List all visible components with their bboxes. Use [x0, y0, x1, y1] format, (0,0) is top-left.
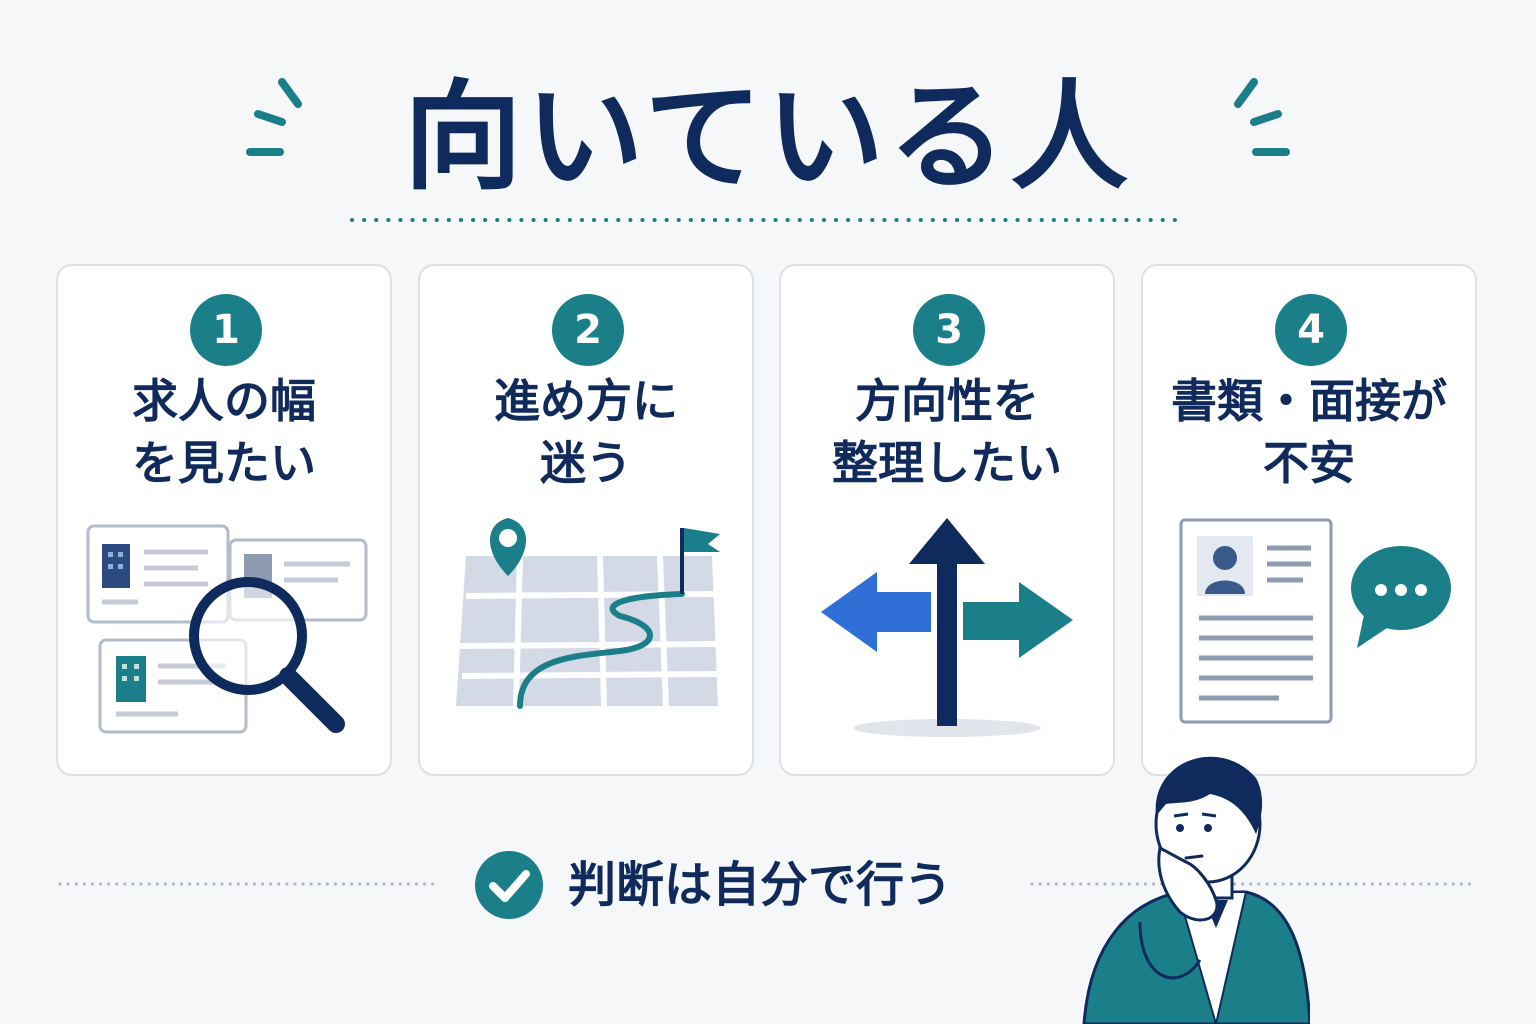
- card-number-badge: 4: [1275, 294, 1347, 366]
- card-label-line-1: 求人の幅: [132, 374, 316, 428]
- sparkle-left-icon: [246, 78, 302, 156]
- resume-chat-icon: [1179, 518, 1451, 724]
- crossroad-arrows-icon: [821, 518, 1073, 737]
- card-label-line-2: 整理したい: [832, 436, 1062, 490]
- card-2: 2 進め方に 迷う: [418, 264, 754, 776]
- card-label-line-1: 書類・面接が: [1171, 374, 1447, 428]
- card-number-badge: 2: [552, 294, 624, 366]
- card-number-badge: 3: [913, 294, 985, 366]
- page-title: 向いている人: [403, 68, 1133, 206]
- card-label-line-2: を見たい: [132, 436, 316, 490]
- card-label-line-1: 進め方に: [494, 374, 678, 428]
- card-label: 進め方に 迷う: [420, 370, 752, 494]
- footer-dotted-line-left: [58, 882, 442, 886]
- card-4: 4 書類・面接が 不安: [1141, 264, 1477, 776]
- card-3: 3 方向性を 整理したい: [779, 264, 1115, 776]
- card-label: 方向性を 整理したい: [781, 370, 1113, 494]
- check-circle-icon: [475, 851, 543, 919]
- job-search-magnifier-icon: [86, 524, 368, 734]
- map-route-icon: [456, 518, 720, 709]
- card-label-line-2: 迷う: [540, 436, 632, 490]
- card-label: 書類・面接が 不安: [1143, 370, 1475, 494]
- card-label-line-1: 方向性を: [855, 374, 1039, 428]
- card-number-badge: 1: [190, 294, 262, 366]
- footer-dotted-line-right: [1030, 882, 1478, 886]
- thinking-businessman-illustration: [1082, 756, 1310, 1024]
- card-1: 1 求人の幅 を見たい: [56, 264, 392, 776]
- title-dotted-divider: [350, 218, 1186, 222]
- card-label: 求人の幅 を見たい: [58, 370, 390, 494]
- sparkle-right-icon: [1234, 78, 1290, 156]
- conclusion-text: 判断は自分で行う: [568, 857, 953, 913]
- card-label-line-2: 不安: [1263, 436, 1355, 490]
